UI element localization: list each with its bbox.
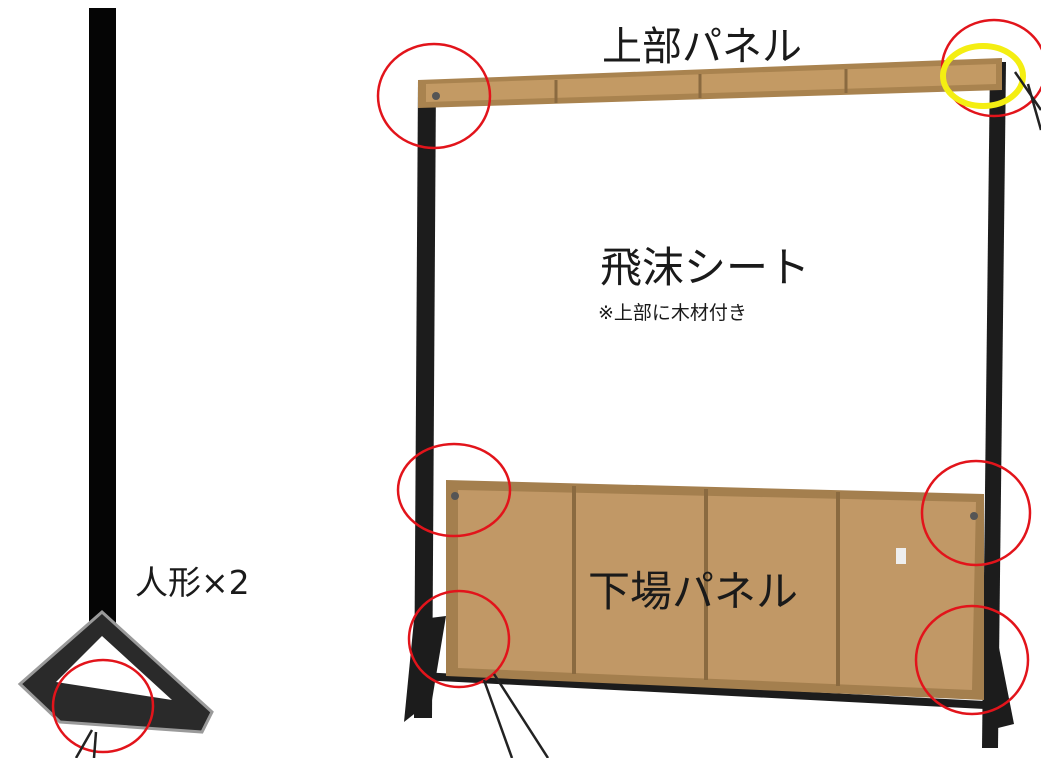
left-foot	[404, 616, 446, 722]
leader-line-doll-b	[92, 731, 98, 758]
right-leg	[982, 62, 1006, 748]
leader-line-bottom-b	[492, 673, 550, 758]
leader-line-doll-a	[74, 729, 94, 758]
splash-sheet-label: 飛沫シート	[600, 243, 811, 292]
marker-bottom-right-lower	[914, 604, 1030, 716]
marker-bottom-left-lower	[407, 589, 511, 689]
left-leg	[414, 80, 436, 718]
doll-stand	[17, 8, 214, 734]
floor-bar	[419, 672, 986, 709]
leader-lines	[74, 71, 1041, 758]
partition-frame	[404, 62, 1014, 748]
marker-doll-base	[51, 658, 155, 754]
doll-label: 人形×2	[135, 563, 250, 602]
bottom-panel-label: 下場パネル	[588, 567, 799, 616]
leader-line-top-right-b	[1026, 83, 1041, 131]
marker-bottom-right-upper	[920, 459, 1032, 567]
marker-top-right-yellow	[940, 43, 1026, 109]
highlight-markers	[51, 18, 1041, 754]
doll-post	[89, 8, 116, 698]
marker-top-left	[376, 42, 492, 150]
leader-line-bottom-a	[482, 679, 514, 758]
splash-sheet-note: ※上部に木材付き	[598, 302, 747, 324]
bottom-panel	[446, 480, 984, 700]
doll-base-opening	[56, 636, 172, 700]
top-panel-label: 上部パネル	[602, 24, 802, 70]
marker-bottom-left-upper	[396, 442, 512, 538]
top-panel	[418, 58, 1002, 108]
leader-line-top-right-a	[1013, 71, 1041, 111]
